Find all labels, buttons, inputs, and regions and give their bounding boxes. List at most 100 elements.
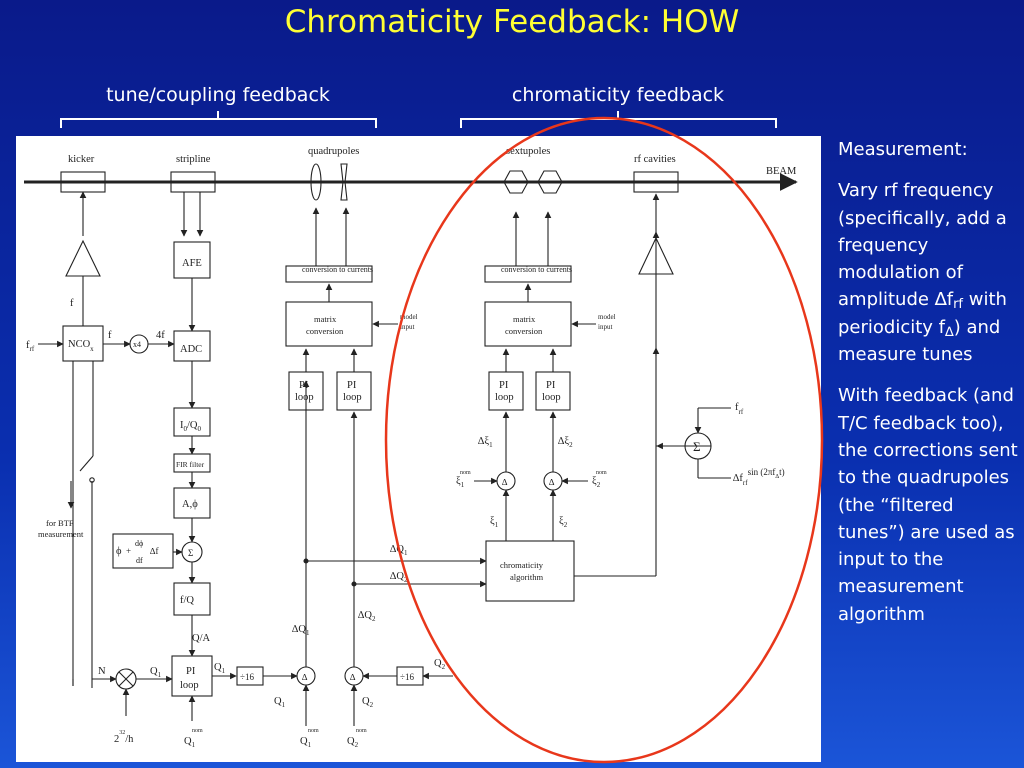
div16-text-2: ÷16: [400, 672, 414, 682]
svg-text:frf: frf: [26, 340, 35, 353]
svg-text:NCOx: NCOx: [68, 339, 94, 353]
phase-formula-box: [112, 533, 174, 569]
f-text: f: [70, 298, 74, 309]
conv-text-right: conversion to currents: [501, 265, 572, 274]
aphi-text: A,ϕ: [182, 499, 198, 510]
svg-text:ξ1: ξ1: [456, 476, 465, 489]
measurement-notes: Measurement: Vary rf frequency (specific…: [838, 136, 1024, 628]
pi-loop-xi2: [535, 371, 571, 411]
svg-text:∆ξ1: ∆ξ1: [478, 436, 493, 449]
sextupoles-text: sextupoles: [506, 146, 550, 157]
feedback-diagram: kicker stripline quadrupoles sextupoles …: [16, 136, 821, 762]
btf-text-1: for BTF: [46, 518, 74, 528]
svg-text:∆Q2: ∆Q2: [390, 571, 408, 584]
svg-text:Q2: Q2: [362, 696, 374, 709]
4f-text: 4f: [156, 330, 165, 341]
dq1-text: ∆Q: [292, 624, 306, 635]
svg-text:Q1: Q1: [150, 666, 162, 679]
slide-title: Chromaticity Feedback: HOW: [284, 4, 740, 40]
svg-text:nom: nom: [308, 728, 319, 734]
svg-text:Q2: Q2: [347, 736, 359, 749]
svg-text:model: model: [598, 313, 616, 321]
svg-text:ξ2: ξ2: [592, 476, 601, 489]
stripline-box: [170, 171, 216, 193]
dxi2-text: ∆ξ: [558, 436, 569, 447]
svg-text:loop: loop: [542, 392, 561, 403]
svg-text:matrix: matrix: [314, 314, 337, 324]
svg-text:loop: loop: [343, 392, 362, 403]
svg-text:conversion: conversion: [306, 326, 344, 336]
svg-text:PI: PI: [347, 380, 357, 391]
svg-text:∆ξ2: ∆ξ2: [558, 436, 573, 449]
svg-text:algorithm: algorithm: [510, 572, 543, 582]
svg-text:PI: PI: [299, 380, 309, 391]
div16-text-1: ÷16: [240, 672, 254, 682]
measurement-paragraph-1: Vary rf frequency (specifically, add a f…: [838, 180, 1007, 366]
svg-text:loop: loop: [295, 392, 314, 403]
svg-text:nom: nom: [460, 470, 471, 476]
quad-defocusing: [340, 163, 348, 201]
measurement-paragraph-2: With feedback (and T/C feedback too), th…: [838, 385, 1018, 625]
conv-currents-left: [285, 265, 373, 283]
deltaf-text: ∆f: [150, 546, 159, 556]
matrix-conv-right: [484, 301, 572, 347]
svg-text:∆Q1: ∆Q1: [292, 624, 310, 637]
df-text: df: [136, 556, 143, 565]
matrix-conv-left: [285, 301, 373, 347]
svg-text:Q1: Q1: [184, 736, 196, 749]
svg-text:Q1: Q1: [274, 696, 286, 709]
svg-text:conversion: conversion: [505, 326, 543, 336]
delta-q1-text: ∆: [302, 672, 308, 682]
svg-text:∆Q1: ∆Q1: [390, 544, 408, 557]
dxi1-text: ∆ξ: [478, 436, 489, 447]
svg-text:Q1: Q1: [300, 736, 312, 749]
dphi-text: dϕ: [135, 539, 143, 548]
svg-text:matrix: matrix: [513, 314, 536, 324]
svg-text:Q2: Q2: [434, 658, 446, 671]
frf-text: f: [26, 340, 30, 351]
right-bracket: [460, 111, 777, 128]
pi-text-1: PI: [186, 666, 196, 677]
svg-text:loop: loop: [495, 392, 514, 403]
svg-text:ξ2: ξ2: [559, 516, 568, 529]
pi-loop-q2: [336, 371, 372, 411]
svg-text:ξ1: ξ1: [490, 516, 499, 529]
i-text: I: [180, 420, 184, 431]
svg-text:PI: PI: [499, 380, 509, 391]
q1nom-text: Q: [184, 736, 192, 747]
adc-text: ADC: [180, 344, 202, 355]
svg-text:∆Q2: ∆Q2: [358, 610, 376, 623]
stripline-text: stripline: [176, 154, 211, 165]
quad-focusing: [310, 163, 322, 201]
svg-text:nom: nom: [596, 470, 607, 476]
qa-text: Q/A: [192, 633, 211, 644]
svg-text:I0/Q0: I0/Q0: [180, 420, 202, 433]
phi-text: ϕ: [116, 546, 122, 557]
pi-loop-xi1: [488, 371, 524, 411]
svg-text:chromaticity: chromaticity: [500, 560, 544, 570]
delta-q2-text: ∆: [350, 672, 356, 682]
svg-text:input: input: [400, 323, 414, 331]
svg-text:232/h: 232/h: [114, 730, 134, 745]
left-bracket: [60, 111, 377, 128]
fq-text: f/Q: [180, 595, 194, 606]
svg-text:∆: ∆: [549, 477, 555, 487]
nco-text: NCO: [68, 339, 91, 350]
afe-text: AFE: [182, 258, 202, 269]
svg-text:Q1: Q1: [214, 662, 226, 675]
conv-text-left: conversion to currents: [302, 265, 373, 274]
chromaticity-algorithm-box: [485, 540, 575, 602]
q1-text: Q: [150, 666, 158, 677]
svg-text:model: model: [400, 313, 418, 321]
two32-text: 2: [114, 734, 119, 745]
f-text-2: f: [108, 330, 112, 341]
btf-text-2: measurement: [38, 529, 84, 539]
n-text: N: [98, 666, 106, 677]
rf-cavities-text: rf cavities: [634, 154, 676, 165]
pi-loop-q1: [288, 371, 324, 411]
tune-coupling-label: tune/coupling feedback: [106, 84, 330, 106]
fir-text: FIR filter: [176, 460, 205, 469]
svg-text:∆: ∆: [502, 477, 508, 487]
svg-text:PI: PI: [546, 380, 556, 391]
svg-text:nom: nom: [192, 728, 203, 734]
